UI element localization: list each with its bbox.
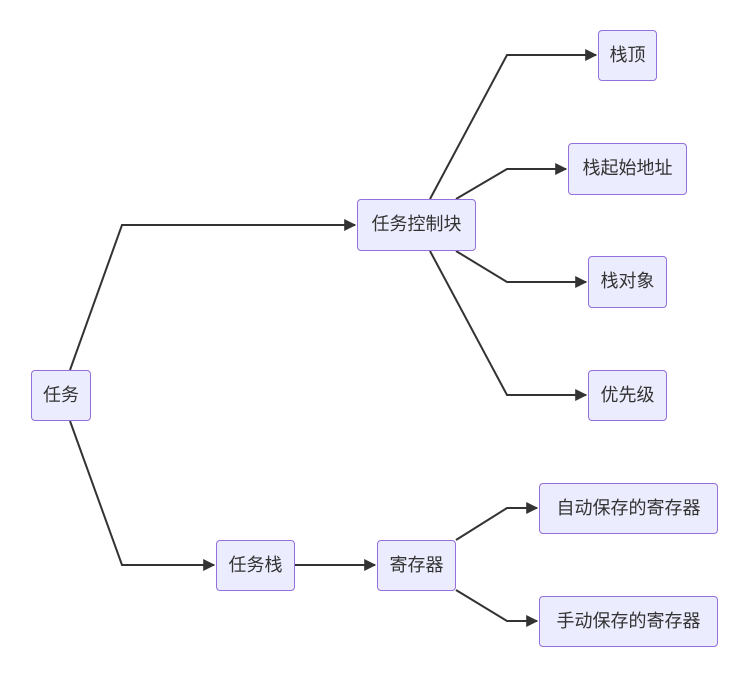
node-task-stack[interactable]: 任务栈: [216, 540, 295, 591]
edge-tcb-to-stack-object: [455, 250, 588, 288]
node-auto-saved-registers-label: 自动保存的寄存器: [556, 497, 701, 519]
edge-task-to-tcb: [69, 219, 357, 371]
edge-tcb-to-stack-start: [455, 163, 568, 200]
node-priority-label: 优先级: [600, 384, 655, 406]
node-registers-label: 寄存器: [389, 554, 444, 576]
edge-task-to-task-stack: [69, 420, 216, 571]
node-stack-object-label: 栈对象: [600, 271, 655, 292]
node-manual-saved-registers[interactable]: 手动保存的寄存器: [539, 596, 718, 647]
node-task-control-block[interactable]: 任务控制块: [357, 199, 476, 251]
node-auto-saved-registers[interactable]: 自动保存的寄存器: [539, 483, 718, 534]
edge-tcb-to-stack-top: [429, 49, 598, 200]
edge-registers-to-manual-saved: [455, 589, 539, 627]
node-task-stack-label: 任务栈: [228, 554, 283, 576]
node-stack-start-address[interactable]: 栈起始地址: [568, 143, 687, 195]
node-manual-saved-registers-label: 手动保存的寄存器: [556, 610, 701, 632]
node-task[interactable]: 任务: [31, 370, 91, 421]
node-task-control-block-label: 任务控制块: [371, 214, 462, 235]
node-priority[interactable]: 优先级: [588, 370, 667, 421]
node-stack-start-address-label: 栈起始地址: [582, 158, 673, 179]
node-stack-top[interactable]: 栈顶: [598, 30, 657, 81]
node-stack-object[interactable]: 栈对象: [588, 256, 667, 308]
edge-tcb-to-priority: [429, 250, 588, 401]
node-stack-top-label: 栈顶: [609, 44, 646, 66]
edge-registers-to-auto-saved: [455, 502, 539, 541]
node-task-label: 任务: [43, 384, 79, 406]
node-registers[interactable]: 寄存器: [377, 540, 456, 591]
